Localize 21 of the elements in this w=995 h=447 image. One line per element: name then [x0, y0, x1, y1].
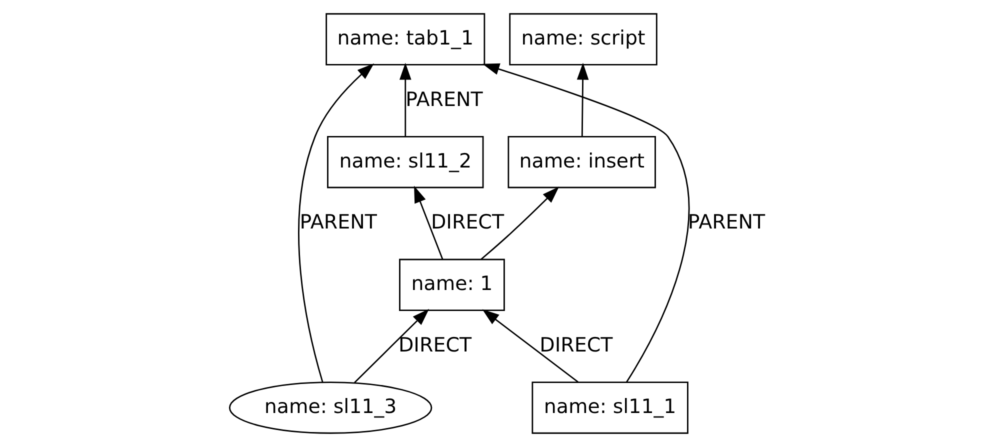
edge-label: PARENT — [406, 88, 483, 111]
edge-label: DIRECT — [430, 210, 504, 234]
node-box: name: sl11_2 — [327, 136, 484, 188]
arrow — [399, 62, 412, 136]
arrow — [480, 186, 560, 260]
edge-label: DIRECT — [540, 334, 613, 357]
edge-label: DIRECT — [398, 334, 472, 357]
arrow — [482, 63, 690, 383]
node-box: name: script — [509, 13, 658, 66]
arrow — [482, 309, 579, 383]
arrow — [576, 62, 589, 136]
node-ellipse: name: sl11_3 — [228, 382, 432, 434]
arrow — [414, 186, 444, 260]
arrow — [354, 308, 430, 384]
node-box: name: tab1_1 — [326, 13, 486, 66]
node-box: name: sl11_1 — [532, 382, 688, 434]
edge-label: PARENT — [688, 210, 766, 234]
edge-label: PARENT — [300, 210, 377, 234]
node-box: name: 1 — [399, 258, 505, 312]
arrow — [298, 63, 374, 382]
node-box: name: insert — [508, 136, 656, 188]
